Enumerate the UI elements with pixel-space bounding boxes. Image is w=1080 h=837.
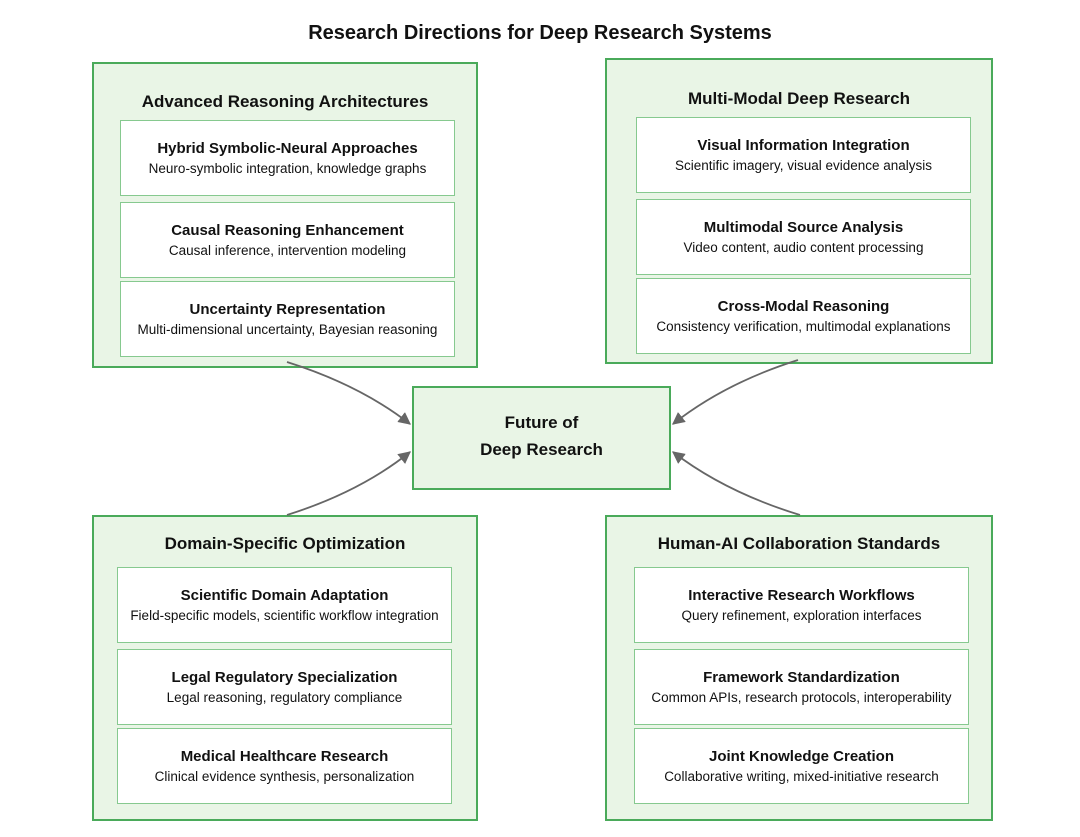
card-subtitle: Collaborative writing, mixed-initiative … [664,769,939,784]
card-cross-modal: Cross-Modal Reasoning Consistency verifi… [636,278,971,354]
card-uncertainty-representation: Uncertainty Representation Multi-dimensi… [120,281,455,357]
card-joint-knowledge: Joint Knowledge Creation Collaborative w… [634,728,969,804]
card-title: Visual Information Integration [697,137,910,154]
card-subtitle: Multi-dimensional uncertainty, Bayesian … [137,322,438,337]
card-causal-reasoning: Causal Reasoning Enhancement Causal infe… [120,202,455,278]
card-subtitle: Causal inference, intervention modeling [168,243,407,258]
center-node: Future of Deep Research [412,386,671,490]
diagram-title: Research Directions for Deep Research Sy… [308,22,772,44]
card-title: Uncertainty Representation [189,301,386,318]
group-human-ai: Human-AI Collaboration Standards Interac… [605,515,993,821]
card-title: Scientific Domain Adaptation [180,587,389,604]
card-subtitle: Common APIs, research protocols, interop… [651,690,952,705]
card-title: Cross-Modal Reasoning [717,298,890,315]
card-subtitle: Consistency verification, multimodal exp… [656,319,951,334]
card-hybrid-symbolic-neural: Hybrid Symbolic-Neural Approaches Neuro-… [120,120,455,196]
card-subtitle: Field-specific models, scientific workfl… [130,608,439,623]
card-visual-information: Visual Information Integration Scientifi… [636,117,971,193]
arrow-from-domain-specific [286,451,411,516]
group-title: Multi-Modal Deep Research [688,89,910,108]
card-subtitle: Scientific imagery, visual evidence anal… [674,158,933,173]
card-title: Multimodal Source Analysis [703,219,904,236]
group-domain-specific: Domain-Specific Optimization Scientific … [92,515,478,821]
arrow-from-human-ai [672,451,801,516]
card-subtitle: Neuro-symbolic integration, knowledge gr… [148,161,427,176]
card-title: Medical Healthcare Research [180,748,389,765]
card-title: Joint Knowledge Creation [708,748,894,765]
card-subtitle: Query refinement, exploration interfaces [681,608,922,623]
center-line-1: Future of [504,413,579,432]
card-medical-healthcare: Medical Healthcare Research Clinical evi… [117,728,452,804]
arrow-from-multi-modal [672,359,799,425]
card-title: Legal Regulatory Specialization [171,669,398,686]
center-line-2: Deep Research [480,440,603,459]
group-title: Human-AI Collaboration Standards [657,534,941,553]
card-interactive-workflows: Interactive Research Workflows Query ref… [634,567,969,643]
card-framework-standardization: Framework Standardization Common APIs, r… [634,649,969,725]
arrow-from-advanced-reasoning [286,361,411,425]
card-title: Interactive Research Workflows [688,587,915,604]
card-title: Causal Reasoning Enhancement [171,222,404,239]
group-advanced-reasoning: Advanced Reasoning Architectures Hybrid … [92,62,478,368]
card-title: Hybrid Symbolic-Neural Approaches [157,140,418,157]
group-title: Domain-Specific Optimization [164,534,406,553]
card-scientific-domain: Scientific Domain Adaptation Field-speci… [117,567,452,643]
card-title: Framework Standardization [703,669,900,686]
card-subtitle: Legal reasoning, regulatory compliance [166,690,403,705]
card-multimodal-source: Multimodal Source Analysis Video content… [636,199,971,275]
group-multi-modal: Multi-Modal Deep Research Visual Informa… [605,58,993,364]
card-legal-regulatory: Legal Regulatory Specialization Legal re… [117,649,452,725]
card-subtitle: Video content, audio content processing [683,240,924,255]
group-title: Advanced Reasoning Architectures [141,92,429,111]
card-subtitle: Clinical evidence synthesis, personaliza… [154,769,415,784]
